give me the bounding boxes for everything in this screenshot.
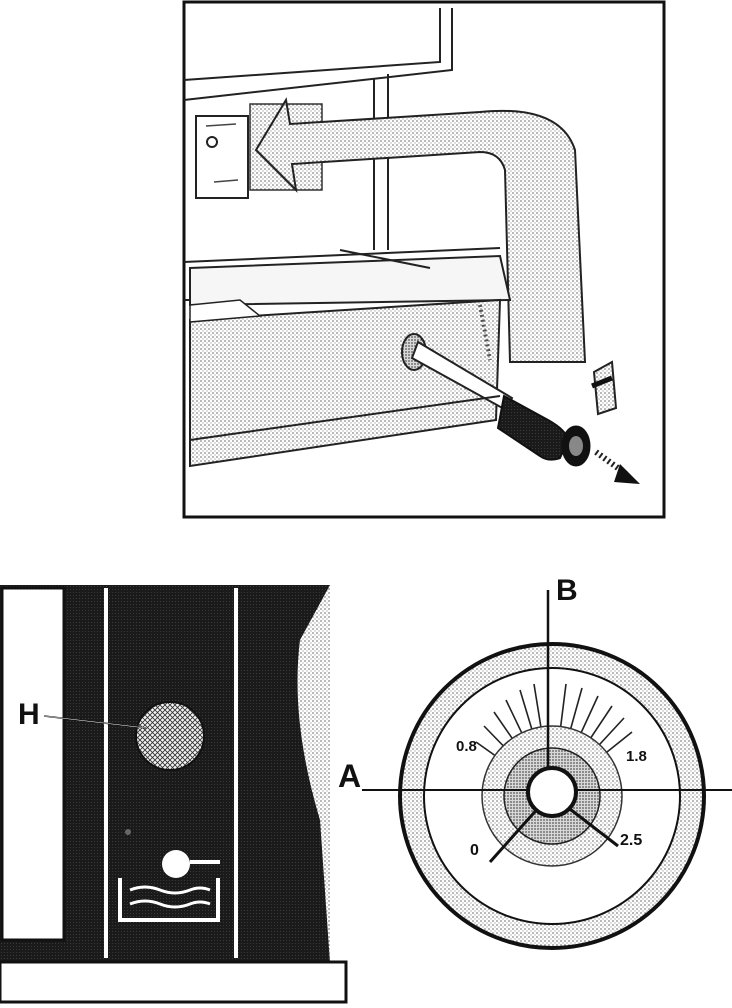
tick-label-1-8: 1.8	[626, 748, 647, 765]
tick-label-0: 0	[470, 842, 479, 859]
dial-hub	[526, 766, 578, 818]
water-level-icon	[118, 850, 220, 922]
label-h: H	[18, 698, 40, 731]
cabinet-panel-illustration	[0, 585, 348, 1004]
label-a: A	[338, 758, 362, 794]
insert-arrow-icon	[254, 97, 587, 363]
pull-direction-arrow-icon	[594, 449, 640, 484]
dial-illustration	[362, 590, 732, 950]
adjust-knob-tool	[401, 333, 591, 467]
cabinet-white-strip	[0, 586, 66, 942]
label-b: B	[556, 574, 578, 607]
clip-piece-icon	[592, 360, 618, 416]
cabinet-base	[0, 960, 348, 1004]
panel-knob-icon	[206, 136, 218, 148]
filter-h-mesh-icon	[135, 701, 205, 771]
tick-label-2-5: 2.5	[620, 832, 643, 849]
tick-label-0-8: 0.8	[456, 738, 477, 755]
